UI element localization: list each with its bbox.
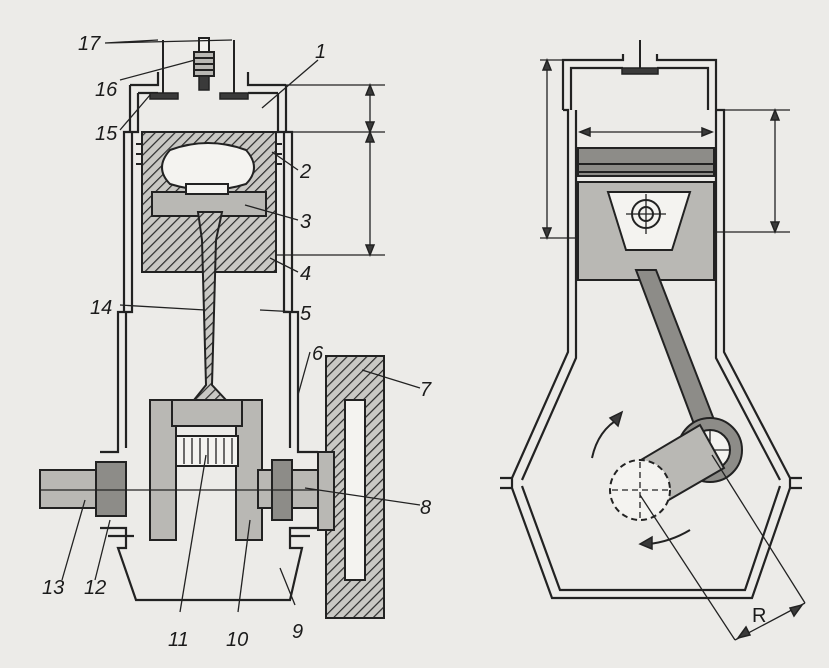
label-15: 15 — [95, 123, 118, 145]
label-17: 17 — [78, 33, 101, 55]
label-radius: R — [752, 605, 766, 627]
right-kinematic-view: R — [500, 40, 806, 641]
left-section-view: 17 16 15 1 2 3 4 5 6 7 8 9 10 11 12 13 1… — [39, 33, 432, 651]
radius-dimension: R — [639, 454, 806, 641]
label-9: 9 — [292, 621, 303, 643]
label-5: 5 — [300, 303, 312, 325]
piston — [136, 131, 282, 273]
rotation-arrows — [591, 410, 691, 551]
label-13: 13 — [42, 577, 64, 599]
valves — [149, 40, 249, 100]
crankcase — [100, 526, 318, 602]
right-crank-arm — [609, 423, 726, 521]
stroke-dimensions-right — [540, 57, 790, 241]
label-12: 12 — [84, 577, 106, 599]
label-6: 6 — [312, 343, 324, 365]
label-10: 10 — [226, 629, 248, 651]
spark-plug — [193, 37, 215, 91]
label-14: 14 — [90, 297, 112, 319]
crankshaft — [39, 399, 340, 541]
label-7: 7 — [420, 379, 432, 401]
label-2: 2 — [299, 161, 311, 183]
stroke-dimensions-left — [250, 82, 385, 258]
label-16: 16 — [95, 79, 118, 101]
leader-lines-left — [61, 39, 421, 613]
label-1: 1 — [315, 41, 326, 63]
part-labels-left: 17 16 15 1 2 3 4 5 6 7 8 9 10 11 12 13 1… — [42, 33, 432, 651]
label-8: 8 — [420, 497, 431, 519]
label-3: 3 — [300, 211, 311, 233]
label-11: 11 — [168, 629, 189, 651]
right-piston — [577, 147, 715, 281]
flywheel — [317, 355, 385, 619]
right-cylinder — [500, 40, 802, 600]
label-4: 4 — [300, 263, 311, 285]
